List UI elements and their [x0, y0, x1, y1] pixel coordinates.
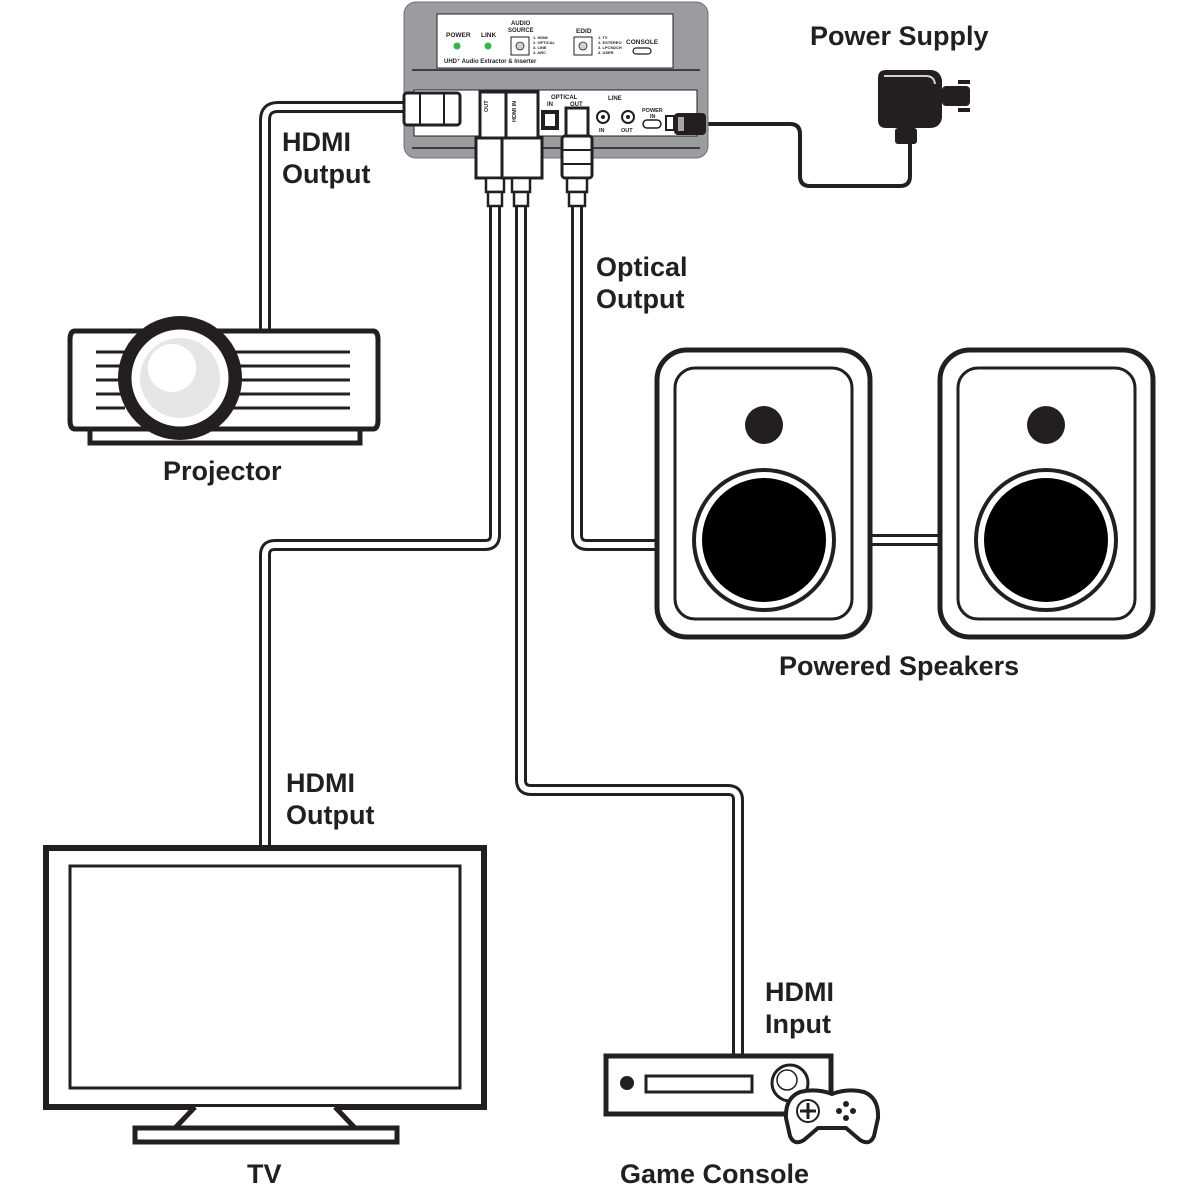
- edid-label: EDID: [576, 28, 592, 35]
- hdmi-cable-tv: [259, 199, 501, 854]
- optical-output-label: Optical Output: [596, 251, 688, 315]
- power-supply-label: Power Supply: [810, 21, 989, 51]
- hdmi-output-tv-label: HDMI Output: [286, 767, 374, 831]
- audio-source-option: 1. HDMI: [533, 35, 548, 40]
- optical-out-label: OUT: [570, 102, 583, 108]
- device-front-panel: [436, 13, 674, 69]
- game-console-icon: [603, 1053, 881, 1145]
- power-led-label: POWER: [446, 32, 471, 39]
- hdmi-out-port-label: OUT: [484, 100, 490, 112]
- speaker-left: [654, 347, 873, 640]
- product-name: UHD⁺ Audio Extractor & Inserter: [444, 58, 537, 65]
- hdmi-input-line2: Input: [765, 1009, 831, 1039]
- cables: [259, 101, 961, 1061]
- audio-source-label-line2: SOURCE: [508, 28, 534, 34]
- audio-source-option: 2. OPTICAL: [533, 40, 556, 45]
- optical-label: OPTICAL: [551, 95, 578, 101]
- link-led-label: LINK: [481, 32, 496, 39]
- power-in-port[interactable]: [642, 119, 662, 129]
- line-out-label: OUT: [621, 128, 633, 134]
- edid-option: 3. LPCM2CH: [598, 45, 622, 50]
- link-led: [484, 42, 492, 50]
- hdmi-in-port-label: HDMI IN: [512, 101, 518, 122]
- console-label: CONSOLE: [626, 39, 659, 46]
- hdmi-output-tv-line2: Output: [286, 800, 375, 830]
- power-led: [453, 42, 461, 50]
- edid-option: 4. USER: [598, 50, 614, 55]
- optical-ports: [541, 106, 594, 208]
- powered-speakers-label: Powered Speakers: [779, 651, 1020, 681]
- audio-source-option: 3. LINE: [533, 45, 547, 50]
- speaker-right: [937, 347, 1156, 640]
- power-plug: [665, 113, 706, 135]
- hdmi-plugs-bottom: [474, 90, 544, 208]
- device-panel-text: POWER LINK AUDIO SOURCE 1. HDMI 2. OPTIC…: [444, 21, 663, 134]
- hdmi-output-projector-line1: HDMI: [282, 127, 351, 157]
- hdmi-output-projector-line2: Output: [282, 159, 371, 189]
- hdmi-output-projector-label: HDMI Output: [282, 126, 370, 190]
- optical-in-label: IN: [547, 102, 553, 108]
- console-usb-port[interactable]: [632, 47, 652, 55]
- audio-source-label-line1: AUDIO: [511, 21, 531, 27]
- audio-extractor-device: [403, 1, 709, 159]
- optical-output-line2: Output: [596, 284, 685, 314]
- tv-label: TV: [247, 1159, 282, 1189]
- game-console-label: Game Console: [620, 1159, 810, 1189]
- hdmi-input-line1: HDMI: [765, 977, 834, 1007]
- line-in-label: IN: [599, 128, 605, 134]
- edid-option: 2. ESTEREO: [598, 40, 622, 45]
- power-cable: [703, 122, 912, 188]
- projector-icon: [67, 316, 381, 446]
- line-label: LINE: [608, 96, 622, 102]
- hdmi-plug-projector: [402, 91, 462, 127]
- projector-label: Projector: [163, 456, 282, 486]
- audio-source-option: 4. ARC: [533, 50, 546, 55]
- hdmi-output-tv-line1: HDMI: [286, 768, 355, 798]
- power-supply-adapter: [878, 70, 970, 144]
- edid-option: 1. TV: [598, 35, 608, 40]
- optical-output-line1: Optical: [596, 252, 688, 282]
- power-in-label-line1: POWER: [642, 108, 663, 114]
- tv-icon: [43, 845, 487, 1145]
- hdmi-input-label: HDMI Input: [765, 976, 834, 1040]
- power-in-label-line2: IN: [650, 114, 656, 120]
